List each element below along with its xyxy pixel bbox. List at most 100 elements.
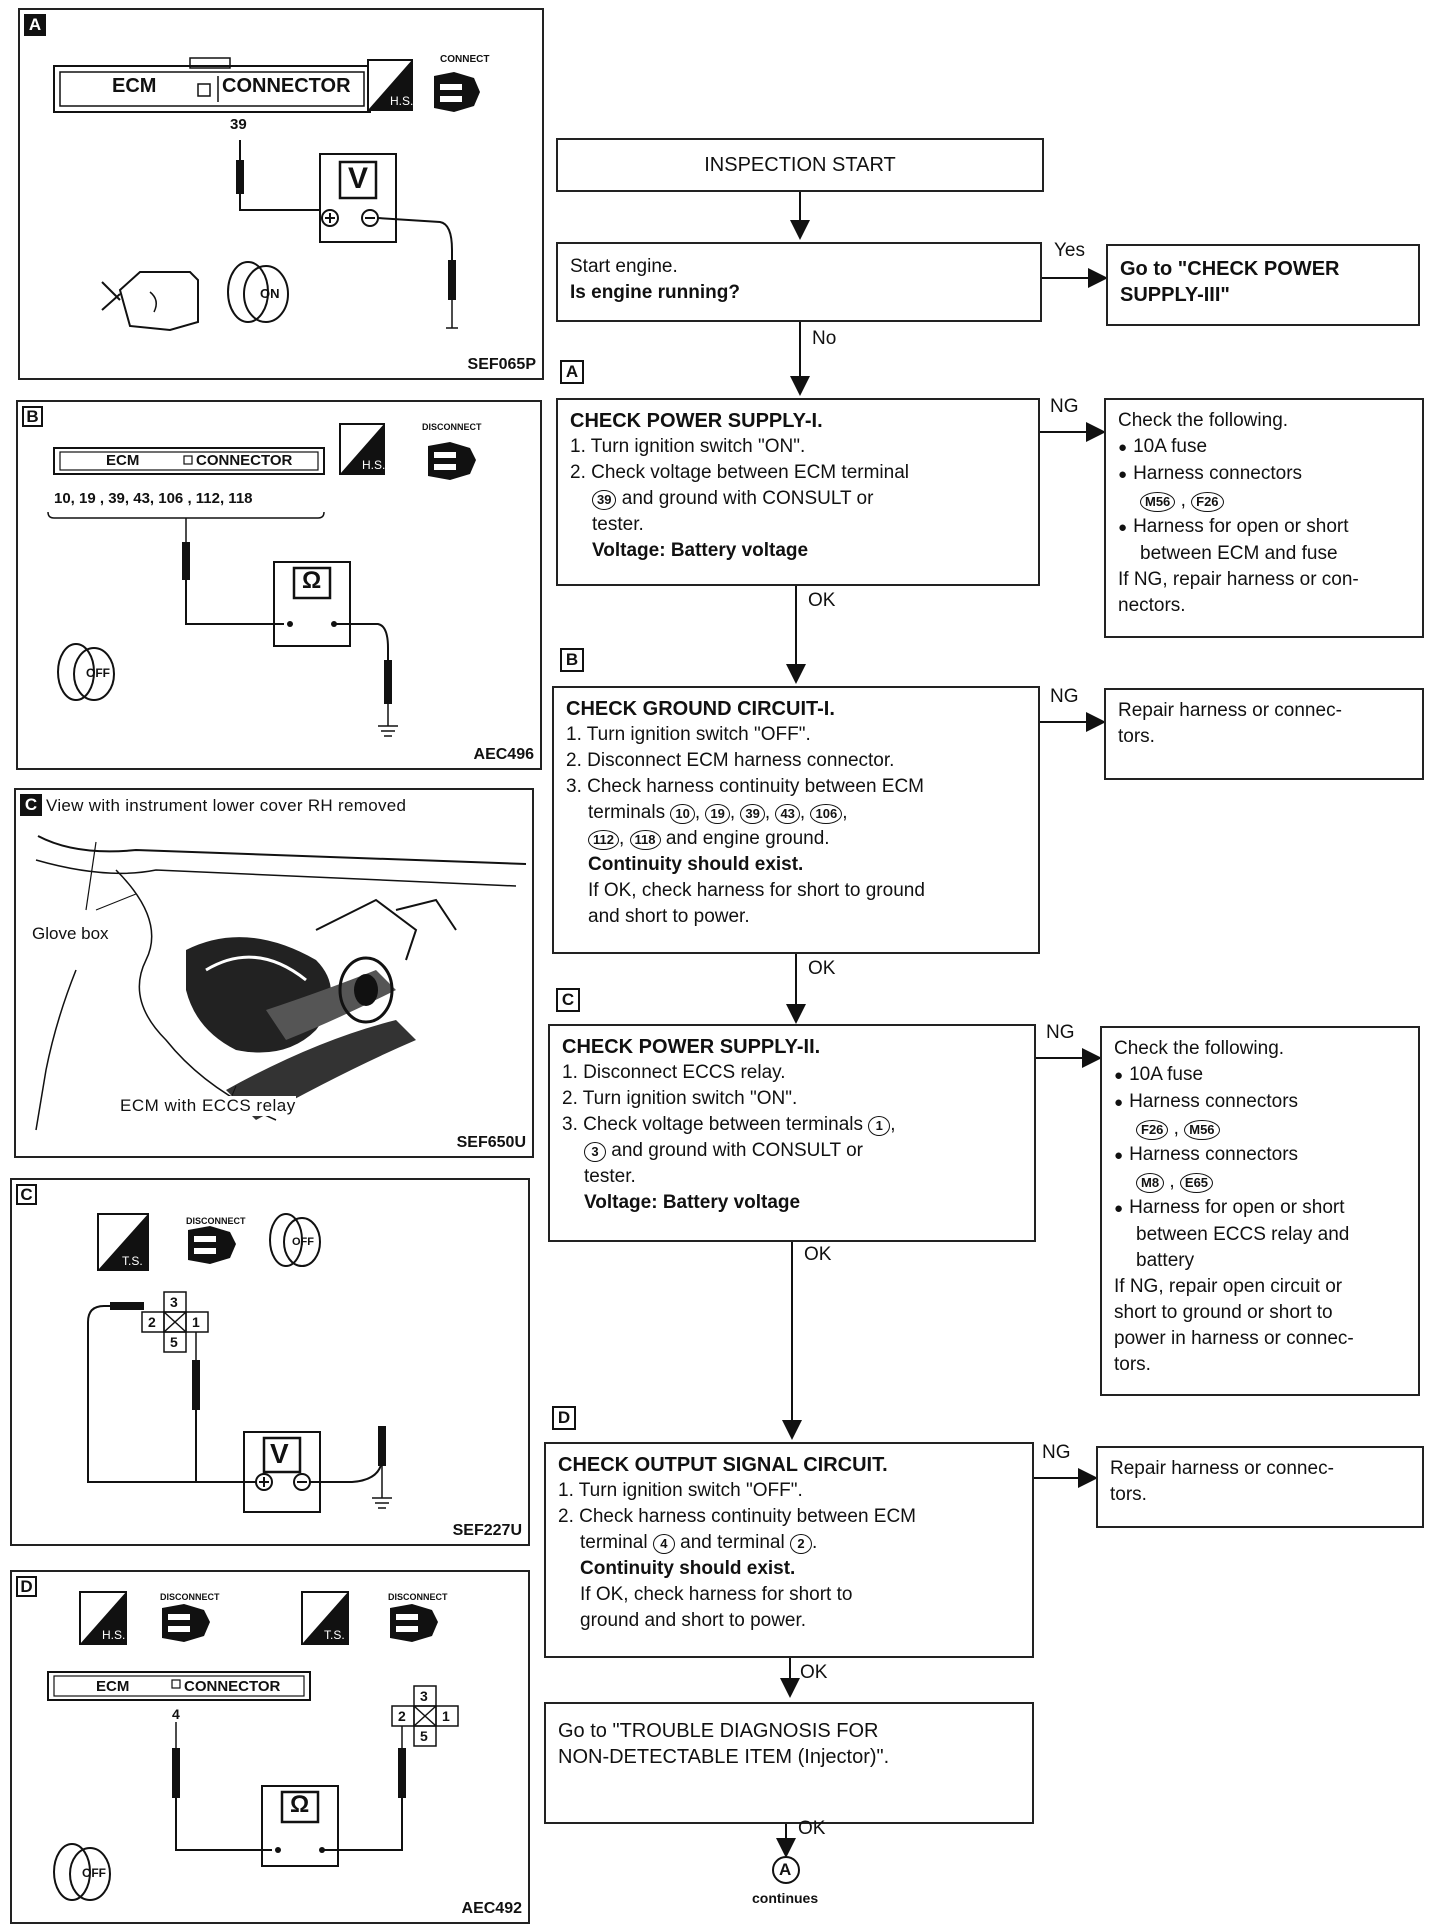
c-ng-conn-f26: F26 xyxy=(1136,1120,1169,1140)
q1-line2: Is engine running? xyxy=(570,282,740,303)
panel-a-connector: CONNECTOR xyxy=(222,75,351,97)
d-ok-label: OK xyxy=(800,1662,828,1683)
panel-a-figure: SEF065P xyxy=(467,356,536,373)
d-term-2: 2 xyxy=(789,1534,812,1554)
panel-b-meter: Ω xyxy=(302,567,322,594)
d-tail2: ground and short to power. xyxy=(580,1610,807,1631)
c-step1: 1. Disconnect ECCS relay. xyxy=(562,1062,786,1083)
a-ok-label: OK xyxy=(808,590,836,611)
d-step2c: and terminal xyxy=(680,1532,785,1553)
c-step2: 2. Turn ignition switch "ON". xyxy=(562,1088,798,1109)
inspection-start-box: INSPECTION START xyxy=(556,138,1044,192)
panel-a-terminal: 39 xyxy=(230,116,247,133)
b-tail1: If OK, check harness for short to ground xyxy=(588,880,925,901)
b-term-39: 39 xyxy=(740,804,765,824)
panel-b-hs-label: H.S. xyxy=(362,458,386,472)
b-term-118: 118 xyxy=(629,830,661,850)
d-spec: Continuity should exist. xyxy=(580,1558,796,1579)
panel-d-relay-3: 3 xyxy=(420,1688,428,1704)
d-ng-label: NG xyxy=(1042,1442,1071,1463)
b-term-112: 112 xyxy=(588,830,619,850)
panel-d-meter: Ω xyxy=(290,1791,310,1818)
b-ok-label: OK xyxy=(808,958,836,979)
b-step3c: and engine ground. xyxy=(665,828,830,849)
a-ng-title: Check the following. xyxy=(1118,410,1289,431)
d-ng-line1: Repair harness or connec- xyxy=(1110,1458,1334,1479)
b-ng-action: Repair harness or connec- tors. xyxy=(1104,688,1424,780)
question-engine-running: Start engine. Is engine running? xyxy=(556,242,1042,322)
a-step2c: tester. xyxy=(592,514,644,535)
d-ng-action: Repair harness or connec- tors. xyxy=(1096,1446,1424,1528)
d-term-4: 4 xyxy=(652,1534,675,1554)
panel-c1-label: C xyxy=(20,794,42,816)
b-step3b: terminals xyxy=(588,802,666,823)
panel-d-relay-1: 1 xyxy=(442,1708,450,1724)
panel-d-key: OFF xyxy=(82,1866,106,1880)
panel-c2-drawing xyxy=(87,1213,392,1513)
b-step2: 2. Disconnect ECM harness connector. xyxy=(566,750,895,771)
panel-d-ecm: ECM xyxy=(96,1678,130,1695)
d-step2a: 2. Check harness continuity between ECM xyxy=(558,1506,917,1527)
panel-a-hs-label: H.S. xyxy=(390,94,414,108)
c-ng-b4a: Harness for open or short xyxy=(1114,1195,1406,1222)
c-ng-b4c: battery xyxy=(1136,1250,1195,1271)
a-ng-label: NG xyxy=(1050,396,1079,417)
panel-b-drawing xyxy=(47,423,476,737)
b-ng-line2: tors. xyxy=(1118,726,1155,747)
panel-c1-glove-box: Glove box xyxy=(32,924,109,944)
a-step2b: and ground with CONSULT or xyxy=(621,488,874,509)
panel-d-relay-2: 2 xyxy=(398,1708,406,1724)
panel-a: A ECM CONNECTOR 39 CONNECT H.S. V O xyxy=(18,8,544,380)
c-ng-conn-m8: M8 xyxy=(1136,1173,1165,1193)
panel-d-figure: AEC492 xyxy=(461,1900,522,1917)
a-title: CHECK POWER SUPPLY-I. xyxy=(570,410,823,432)
a-ng-conn-f26: F26 xyxy=(1191,492,1224,512)
final-line1: Go to "TROUBLE DIAGNOSIS FOR xyxy=(558,1720,879,1742)
panel-a-connect-label: CONNECT xyxy=(440,54,490,65)
b-term-43: 43 xyxy=(775,804,800,824)
c-ng-tail1: If NG, repair open circuit or xyxy=(1114,1276,1343,1297)
c-ng-b4b: between ECCS relay and xyxy=(1136,1224,1350,1245)
inspection-start-text: INSPECTION START xyxy=(704,154,896,176)
panel-c2-relay-1: 1 xyxy=(192,1314,200,1330)
panel-d-drawing xyxy=(47,1591,459,1901)
c-ng-tail2: short to ground or short to xyxy=(1114,1302,1333,1323)
panel-c2-relay-3: 3 xyxy=(170,1294,178,1310)
c-term-3: 3 xyxy=(584,1142,606,1162)
continue-symbol: A xyxy=(779,1860,792,1879)
a-ng-b3b: between ECM and fuse xyxy=(1140,543,1338,564)
panel-c1-figure: SEF650U xyxy=(456,1134,526,1151)
a-ng-checklist: Check the following. 10A fuse Harness co… xyxy=(1104,398,1424,638)
c-ng-tail4: tors. xyxy=(1114,1354,1151,1375)
no-label: No xyxy=(812,328,837,349)
d-tail1: If OK, check harness for short to xyxy=(580,1584,853,1605)
c-ng-b3: Harness connectors xyxy=(1114,1142,1406,1169)
c-ng-b1: 10A fuse xyxy=(1114,1062,1406,1089)
panel-d-disconnect-label-2: DISCONNECT xyxy=(388,1592,448,1602)
goto-psiii-text: Go to "CHECK POWER SUPPLY-III" xyxy=(1120,258,1340,306)
a-ng-tail2: nectors. xyxy=(1118,595,1186,616)
q1-line1: Start engine. xyxy=(570,256,678,277)
a-spec: Voltage: Battery voltage xyxy=(592,540,809,561)
panel-d-connector: CONNECTOR xyxy=(184,1678,281,1695)
panel-b-figure: AEC496 xyxy=(473,746,534,763)
b-title: CHECK GROUND CIRCUIT-I. xyxy=(566,698,835,720)
c-ng-title: Check the following. xyxy=(1114,1038,1285,1059)
c-step3b: and ground with CONSULT or xyxy=(611,1140,863,1161)
panel-c1-drawing xyxy=(35,835,527,1131)
a-ng-b3a: Harness for open or short xyxy=(1118,514,1410,541)
check-output-signal-circuit: CHECK OUTPUT SIGNAL CIRCUIT. 1. Turn ign… xyxy=(544,1442,1034,1658)
d-ng-line2: tors. xyxy=(1110,1484,1147,1505)
step-d-marker: D xyxy=(552,1406,576,1430)
panel-d-disconnect-label-1: DISCONNECT xyxy=(160,1592,220,1602)
c-ng-checklist: Check the following. 10A fuse Harness co… xyxy=(1100,1026,1420,1396)
yes-label: Yes xyxy=(1054,240,1085,261)
panel-a-key: ON xyxy=(260,286,280,301)
panel-d-ts-label: T.S. xyxy=(324,1628,345,1642)
b-ng-label: NG xyxy=(1050,686,1079,707)
a-ng-b2: Harness connectors xyxy=(1118,461,1410,488)
a-ng-tail1: If NG, repair harness or con- xyxy=(1118,569,1359,590)
check-power-supply-i: CHECK POWER SUPPLY-I. 1. Turn ignition s… xyxy=(556,398,1040,586)
panel-c2: C DISCONNECT T.S. OFF xyxy=(10,1178,530,1546)
continues-label: continues xyxy=(752,1890,819,1906)
